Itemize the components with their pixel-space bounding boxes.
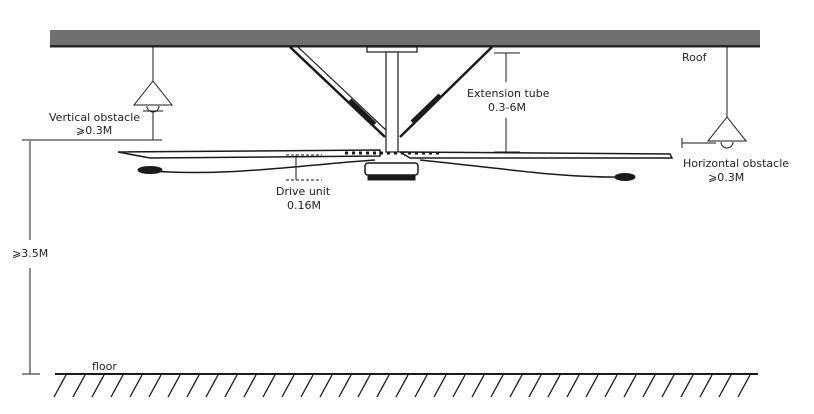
horizontal-obstacle-label: Horizontal obstacle bbox=[683, 157, 789, 170]
floor-hatch-mark bbox=[547, 374, 561, 398]
drive-unit-value: 0.16M bbox=[287, 199, 321, 212]
floor-hatch-mark bbox=[566, 374, 580, 398]
floor-hatch-mark bbox=[262, 374, 276, 398]
floor-hatch-mark bbox=[623, 374, 637, 398]
vertical-obstacle-value: ⩾0.3M bbox=[76, 124, 112, 137]
extension-tube-label: Extension tube bbox=[467, 87, 550, 100]
drive-unit-dimension bbox=[286, 154, 322, 181]
floor-hatch-mark bbox=[186, 374, 200, 398]
floor-hatch-mark bbox=[110, 374, 124, 398]
floor-hatch-mark bbox=[167, 374, 181, 398]
floor-hatch-mark bbox=[490, 374, 504, 398]
floor-hatch-mark bbox=[433, 374, 447, 398]
floor-hatch-mark bbox=[471, 374, 485, 398]
floor-hatch-mark bbox=[642, 374, 656, 398]
floor-hatch-mark bbox=[129, 374, 143, 398]
roof bbox=[50, 30, 760, 48]
floor-hatch-mark bbox=[604, 374, 618, 398]
floor-hatch-mark bbox=[205, 374, 219, 398]
floor-hatch-mark bbox=[680, 374, 694, 398]
floor-hatch-mark bbox=[452, 374, 466, 398]
floor-hatch-mark bbox=[53, 374, 67, 398]
floor-hatch-mark bbox=[148, 374, 162, 398]
floor-hatch-mark bbox=[338, 374, 352, 398]
floor-hatch-mark bbox=[585, 374, 599, 398]
floor-hatch-mark bbox=[395, 374, 409, 398]
floor-hatch-mark bbox=[72, 374, 86, 398]
roof-label: Roof bbox=[682, 51, 708, 64]
height-value: ⩾3.5M bbox=[12, 247, 48, 260]
floor-hatch-mark bbox=[319, 374, 333, 398]
vertical-obstacle-label: Vertical obstacle bbox=[49, 111, 140, 124]
horizontal-obstacle-value: ⩾0.3M bbox=[708, 171, 744, 184]
extension-tube-value: 0.3-6M bbox=[488, 101, 526, 114]
floor-hatch-mark bbox=[509, 374, 523, 398]
floor-hatch-mark bbox=[243, 374, 257, 398]
horizontal-obstacle-lamp-icon bbox=[681, 47, 748, 149]
floor-hatch-mark bbox=[281, 374, 295, 398]
floor-hatch-mark bbox=[661, 374, 675, 398]
drive-unit-label: Drive unit bbox=[276, 185, 331, 198]
vertical-obstacle-lamp-icon bbox=[132, 47, 174, 140]
floor-hatch-mark bbox=[699, 374, 713, 398]
floor-hatch-mark bbox=[414, 374, 428, 398]
extension-tube-dimension bbox=[494, 52, 520, 153]
floor bbox=[53, 373, 758, 398]
floor-hatch-mark bbox=[718, 374, 732, 398]
floor-label: floor bbox=[92, 360, 117, 373]
floor-hatch-mark bbox=[376, 374, 390, 398]
floor-hatch-mark bbox=[528, 374, 542, 398]
floor-hatch-mark bbox=[737, 374, 751, 398]
floor-hatch-mark bbox=[224, 374, 238, 398]
floor-hatch-mark bbox=[357, 374, 371, 398]
ceiling-fan bbox=[117, 46, 674, 181]
floor-hatch-mark bbox=[91, 374, 105, 398]
height-dimension bbox=[22, 141, 40, 375]
floor-hatch-mark bbox=[300, 374, 314, 398]
